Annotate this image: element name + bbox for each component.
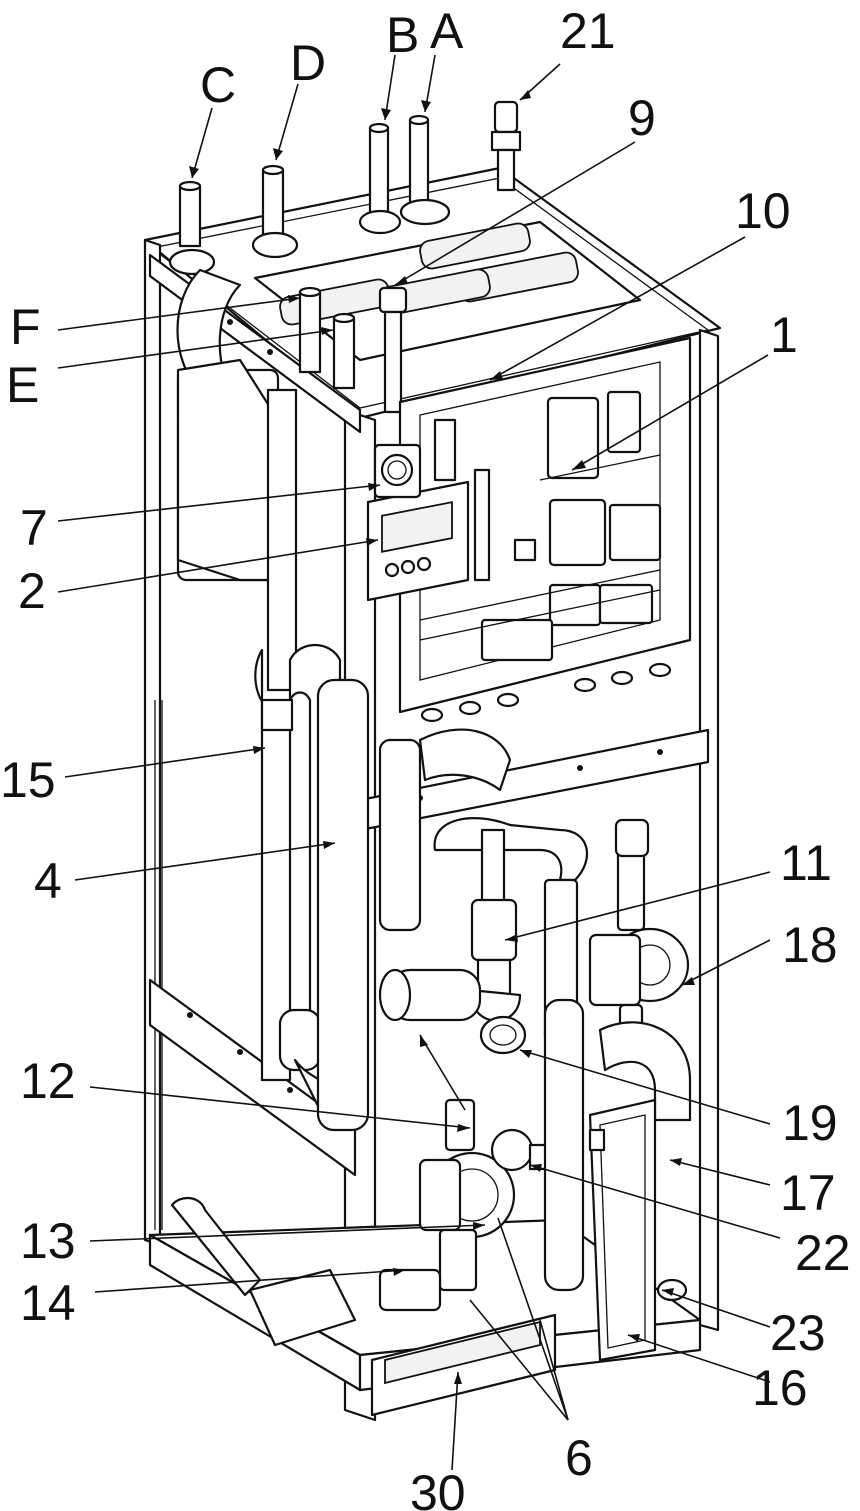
callout-16: 16: [752, 1360, 808, 1416]
leader-arrowheads: [189, 90, 695, 1384]
control-box: [398, 336, 692, 723]
callout-18: 18: [782, 917, 838, 973]
callout-A: A: [430, 3, 464, 59]
callout-12: 12: [20, 1053, 76, 1109]
callout-B: B: [386, 7, 419, 63]
callout-E: E: [6, 357, 39, 413]
callout-D: D: [290, 35, 326, 91]
pressure-gauge-7: [373, 443, 422, 499]
callout-F: F: [10, 299, 41, 355]
callout-6: 6: [565, 1430, 593, 1486]
callout-17: 17: [780, 1165, 836, 1221]
callout-23: 23: [770, 1305, 826, 1361]
user-interface-2: [366, 480, 470, 602]
callout-C: C: [200, 57, 236, 113]
callout-11: 11: [780, 835, 832, 891]
callout-2: 2: [18, 563, 46, 619]
cylinder-4: [316, 678, 512, 1132]
callout-4: 4: [34, 853, 62, 909]
callout-10: 10: [735, 183, 791, 239]
callout-14: 14: [20, 1275, 76, 1331]
top-connection-pipes: [168, 100, 522, 414]
callout-21: 21: [560, 3, 616, 59]
callout-22: 22: [795, 1225, 851, 1281]
callout-19: 19: [782, 1095, 838, 1151]
callout-13: 13: [20, 1213, 76, 1269]
callout-30: 30: [410, 1465, 466, 1511]
leader-lines: [57, 54, 781, 1471]
callout-15: 15: [0, 752, 56, 808]
callout-7: 7: [20, 500, 48, 556]
callout-9: 9: [628, 90, 656, 146]
callout-1: 1: [770, 307, 798, 363]
callout-labels: A B C D 21 9 10 F E 1 7 2 15 4 11 18 12 …: [0, 3, 851, 1511]
